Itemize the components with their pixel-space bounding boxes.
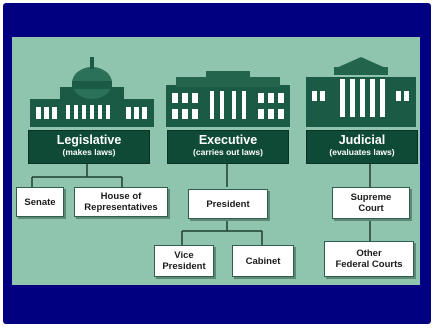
legislative-title: Legislative [56, 133, 122, 147]
judicial-subtitle: (evaluates laws) [329, 147, 395, 157]
judicial-title: Judicial [338, 133, 386, 147]
supreme-court-box: Supreme Court [332, 187, 410, 219]
capitol-building-icon [30, 57, 154, 127]
cabinet-box: Cabinet [232, 245, 294, 277]
other-federal-courts-box: Other Federal Courts [324, 241, 414, 277]
legislative-subtitle: (makes laws) [62, 147, 116, 157]
executive-title: Executive [198, 133, 258, 147]
judicial-banner: Judicial (evaluates laws) [306, 130, 418, 164]
executive-subtitle: (carries out laws) [193, 147, 263, 157]
vice-president-box: Vice President [154, 245, 214, 277]
executive-banner: Executive (carries out laws) [167, 130, 289, 164]
supreme-court-icon [306, 57, 416, 127]
connector-lines [31, 163, 371, 245]
senate-box: Senate [16, 187, 64, 217]
white-house-icon [166, 71, 290, 127]
house-box: House of Representatives [74, 187, 168, 217]
legislative-banner: Legislative (makes laws) [28, 130, 150, 164]
president-box: President [188, 189, 268, 219]
diagram-panel: Legislative (makes laws) Executive (carr… [12, 37, 420, 285]
